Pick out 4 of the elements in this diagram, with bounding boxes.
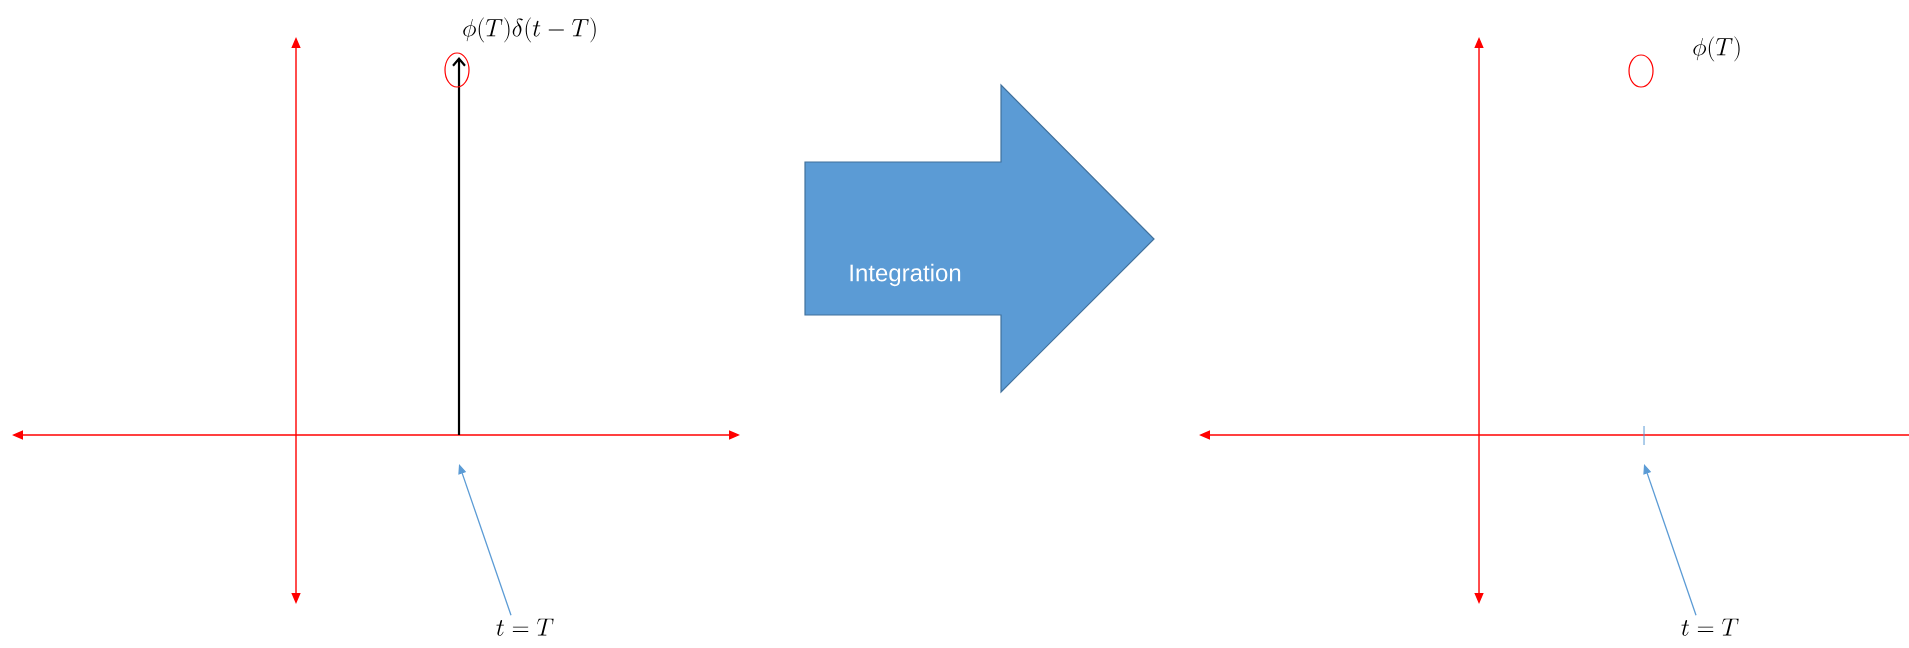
formula-label: $t = T$ — [496, 618, 554, 636]
formula-label: $t = T$ — [1681, 618, 1739, 636]
formula-label: $\phi(T)\delta(t-T)$ — [463, 17, 596, 43]
formula-label: $\phi(T)$ — [1693, 36, 1740, 62]
